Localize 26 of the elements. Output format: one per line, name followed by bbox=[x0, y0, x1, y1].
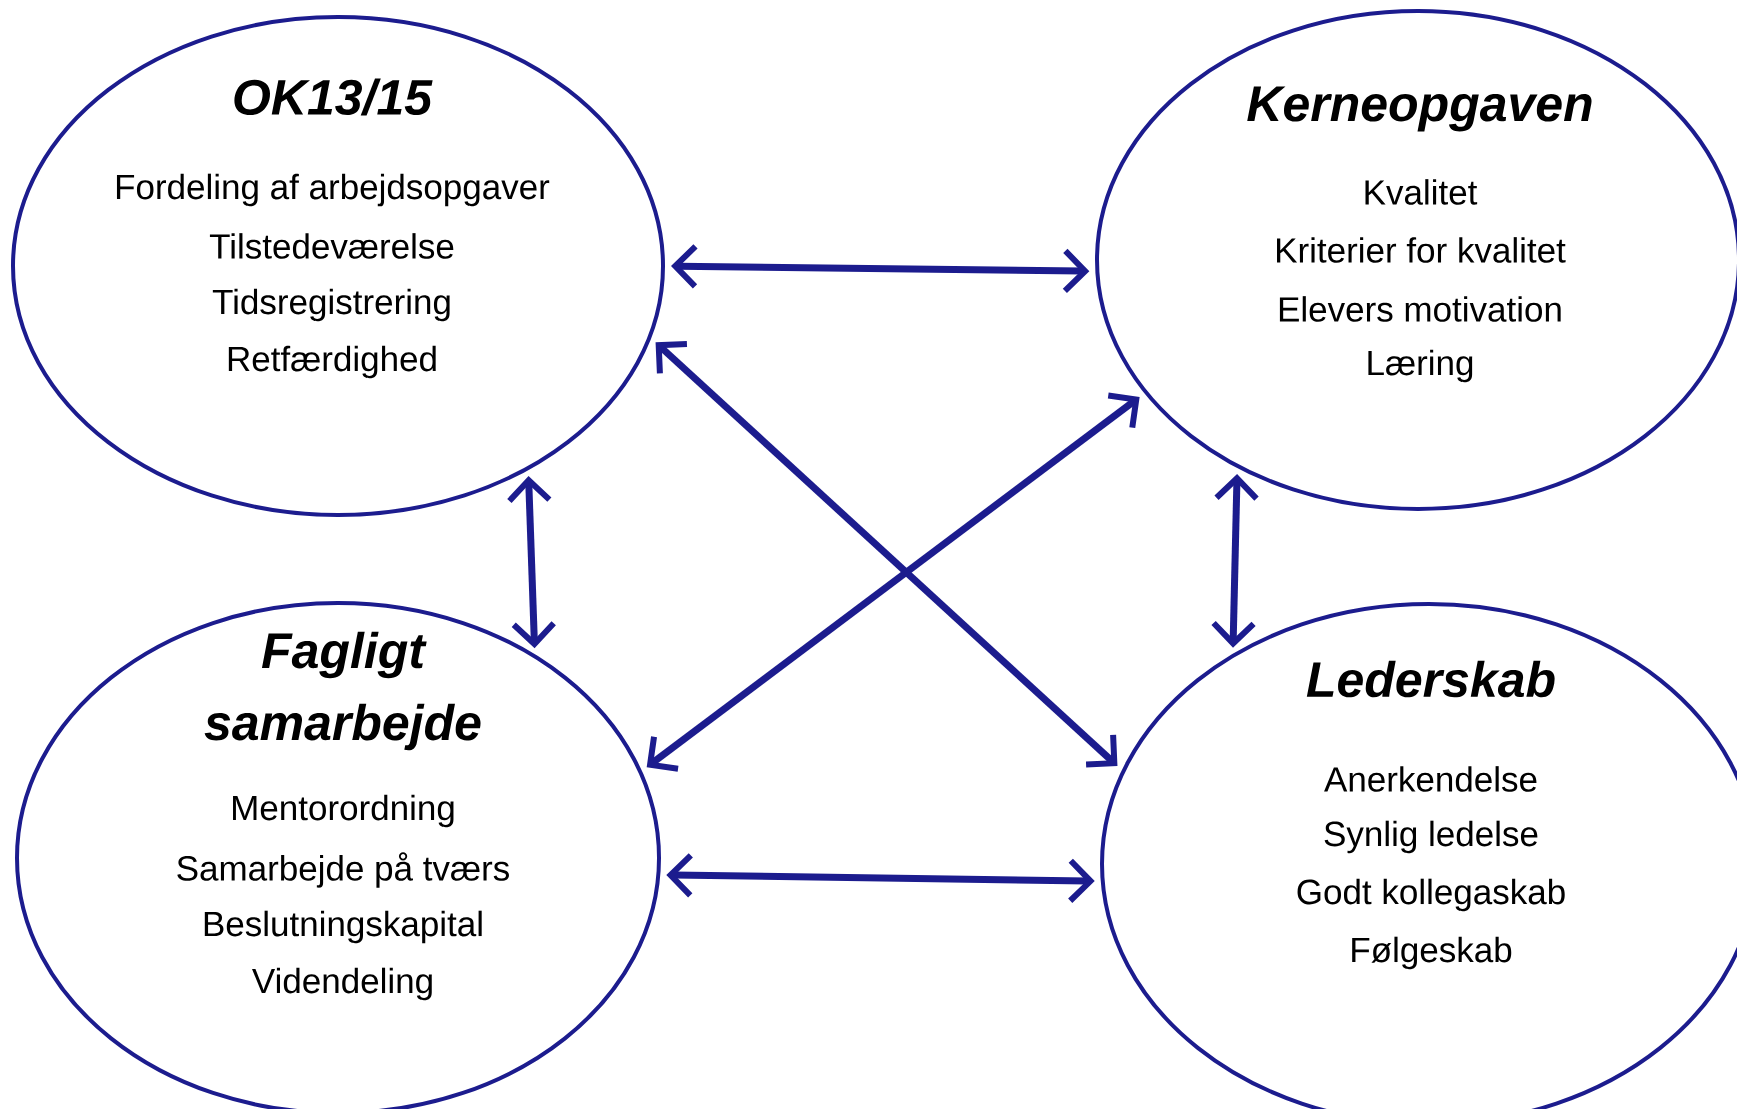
arrow bbox=[671, 244, 1090, 294]
node-text: Tidsregistrering bbox=[212, 288, 450, 322]
node-text: Videndeling bbox=[252, 967, 432, 1001]
node-text: Følgeskab bbox=[1352, 936, 1512, 970]
node-text: Mentorordning bbox=[233, 794, 454, 828]
arrow bbox=[646, 392, 1140, 772]
node-title: Lederskab bbox=[1306, 660, 1555, 698]
arrow bbox=[507, 476, 556, 649]
node-text: Retfærdighed bbox=[228, 345, 436, 379]
node-text: Tilstedeværelse bbox=[209, 233, 454, 259]
arrow bbox=[1211, 473, 1259, 648]
node-text: Godt kollegaskab bbox=[1297, 878, 1565, 912]
node-title: Fagligt samarbejde bbox=[204, 631, 481, 751]
node-title: OK13/15 bbox=[234, 78, 433, 116]
node-text: Kriterier for kvalitet bbox=[1277, 237, 1566, 263]
node-text: Beslutningskapital bbox=[204, 910, 482, 944]
node-text: Kvalitet bbox=[1365, 179, 1478, 205]
node-text: Samarbejde på tværs bbox=[177, 852, 509, 888]
node-text: Anerkendelse bbox=[1324, 766, 1537, 792]
node-text: Fordeling af arbejdsopgaver bbox=[116, 173, 550, 207]
arrow bbox=[666, 853, 1095, 903]
node-text: Elevers motivation bbox=[1279, 296, 1561, 322]
arrow bbox=[655, 341, 1118, 768]
node-text: Synlig ledelse bbox=[1324, 820, 1538, 854]
node-text: Læring bbox=[1368, 349, 1473, 383]
node-title: Kerneopgaven bbox=[1247, 86, 1592, 132]
